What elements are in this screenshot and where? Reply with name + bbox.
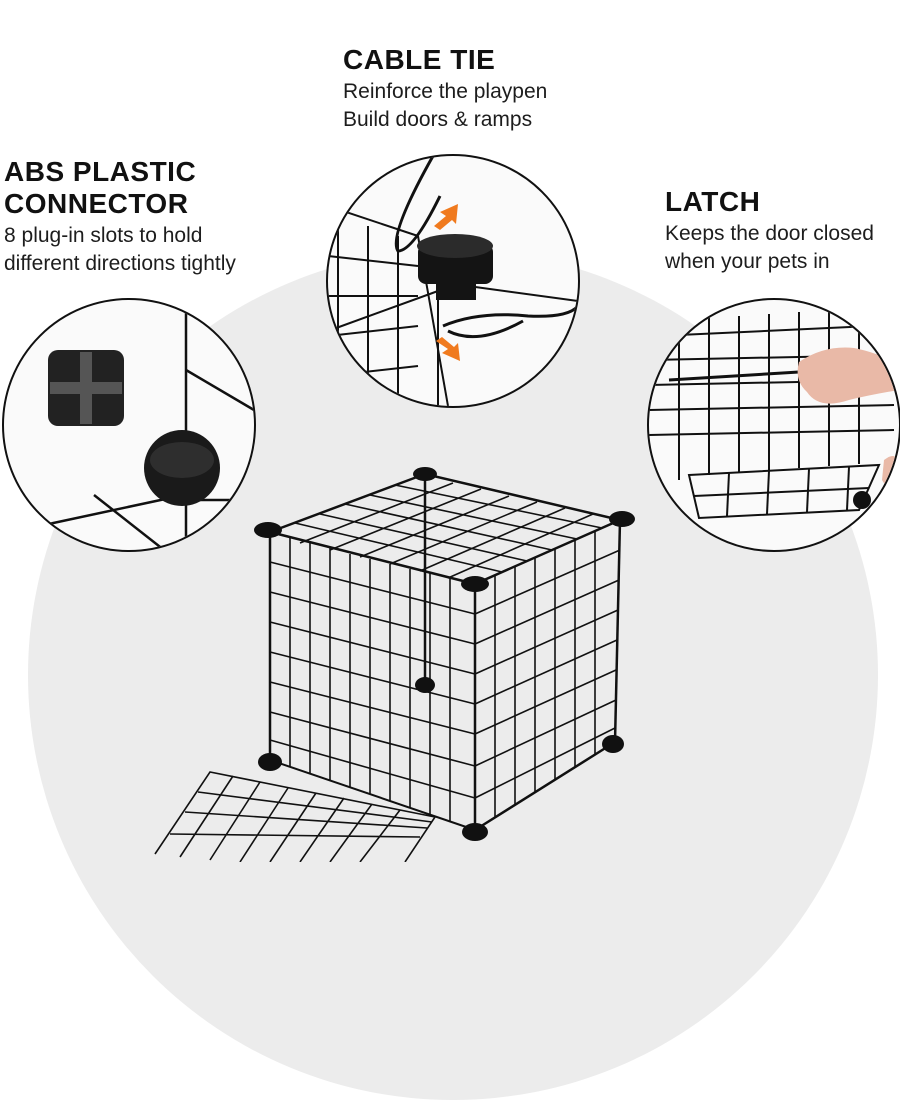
latch-description: Keeps the door closed when your pets in bbox=[665, 222, 874, 273]
product-feature-graphic: CABLE TIE Reinforce the playpen Build do… bbox=[2, 44, 900, 1100]
abs-connector-title: ABS PLASTIC CONNECTOR bbox=[4, 156, 197, 219]
latch-title: LATCH bbox=[665, 186, 761, 217]
cable-tie-description: Reinforce the playpen Build doors & ramp… bbox=[343, 80, 548, 131]
abs-connector-description: 8 plug-in slots to hold different direct… bbox=[4, 224, 236, 275]
wire-pet-playpen bbox=[150, 462, 650, 862]
playpen-icon bbox=[154, 467, 635, 862]
latch-callout: LATCH Keeps the door closed when your pe… bbox=[665, 186, 874, 276]
abs-connector-callout: ABS PLASTIC CONNECTOR 8 plug-in slots to… bbox=[4, 156, 236, 278]
cable-tie-title: CABLE TIE bbox=[343, 44, 496, 75]
cable-tie-detail-image bbox=[326, 154, 580, 408]
latch-detail-icon bbox=[649, 308, 899, 520]
cable-tie-detail-icon bbox=[328, 156, 578, 406]
cable-tie-callout: CABLE TIE Reinforce the playpen Build do… bbox=[343, 44, 547, 134]
latch-detail-image bbox=[647, 298, 900, 552]
